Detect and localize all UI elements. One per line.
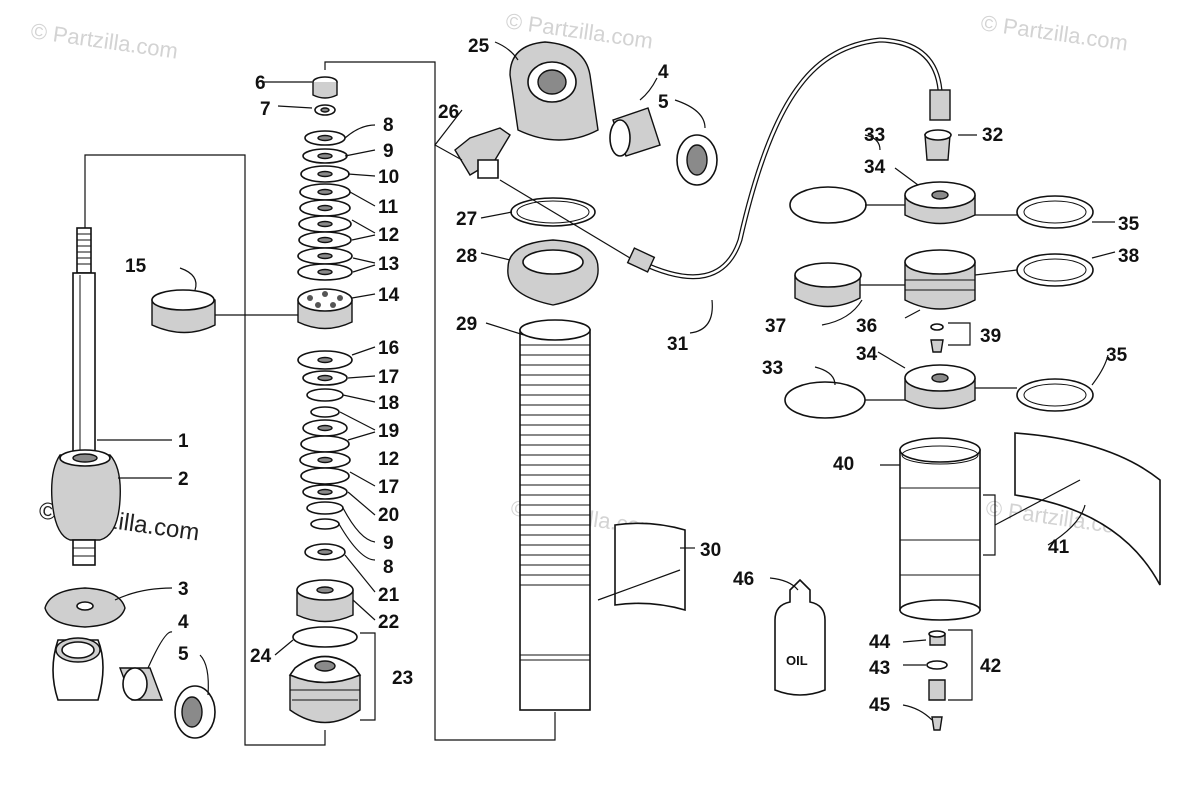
callout-40: 40 xyxy=(833,454,854,475)
callout-32: 32 xyxy=(982,125,1003,146)
callout-3: 3 xyxy=(178,579,189,600)
callout-2: 2 xyxy=(178,469,189,490)
piston-rod-assembly xyxy=(44,154,326,746)
callout-5-upper: 5 xyxy=(658,92,669,113)
callout-22: 22 xyxy=(378,612,399,633)
callout-36: 36 xyxy=(856,316,877,337)
valve-stack xyxy=(288,76,362,724)
callout-6: 6 xyxy=(255,73,266,94)
callout-9: 9 xyxy=(383,141,394,162)
callout-25: 25 xyxy=(468,36,490,57)
callout-29: 29 xyxy=(456,314,477,335)
callout-34-lower: 34 xyxy=(856,344,878,365)
callout-17: 17 xyxy=(378,367,399,388)
shock-body xyxy=(324,37,951,741)
callout-21: 21 xyxy=(378,585,400,606)
callout-26: 26 xyxy=(438,102,459,123)
callout-30: 30 xyxy=(700,540,721,561)
callout-5: 5 xyxy=(178,644,189,665)
callout-20: 20 xyxy=(378,505,399,526)
callout-34: 34 xyxy=(864,157,886,178)
reservoir-assembly: OIL xyxy=(774,129,1161,731)
callout-numbers: 1 2 3 4 5 6 7 8 9 10 11 12 13 14 15 16 1… xyxy=(125,36,1140,716)
callout-24: 24 xyxy=(250,646,272,667)
callout-4-upper: 4 xyxy=(658,62,669,83)
callout-8-lower: 8 xyxy=(383,557,394,578)
watermark-top-left: © Partzilla.com xyxy=(29,18,179,63)
callout-14: 14 xyxy=(378,285,400,306)
callout-15: 15 xyxy=(125,256,147,277)
callout-17-lower: 17 xyxy=(378,477,399,498)
callout-27: 27 xyxy=(456,209,477,230)
callout-45: 45 xyxy=(869,695,891,716)
callout-39: 39 xyxy=(980,326,1001,347)
callout-9-lower: 9 xyxy=(383,533,394,554)
callout-28: 28 xyxy=(456,246,477,267)
callout-44: 44 xyxy=(869,632,891,653)
callout-16: 16 xyxy=(378,338,399,359)
callout-8: 8 xyxy=(383,115,394,136)
callout-19: 19 xyxy=(378,421,399,442)
leader-lines xyxy=(97,41,1116,721)
callout-18: 18 xyxy=(378,393,399,414)
callout-1: 1 xyxy=(178,431,189,452)
callout-33: 33 xyxy=(864,125,885,146)
callout-13: 13 xyxy=(378,254,399,275)
callout-46: 46 xyxy=(733,569,754,590)
callout-11: 11 xyxy=(378,197,399,218)
callout-37: 37 xyxy=(765,316,786,337)
watermark-top-right: © Partzilla.com xyxy=(979,10,1129,55)
callout-35-lower: 35 xyxy=(1106,345,1128,366)
callout-7: 7 xyxy=(260,99,271,120)
callout-41: 41 xyxy=(1048,537,1070,558)
callout-12-lower: 12 xyxy=(378,449,399,470)
callout-42: 42 xyxy=(980,656,1001,677)
callout-10: 10 xyxy=(378,167,399,188)
oil-bottle-label: OIL xyxy=(786,653,808,668)
callout-35: 35 xyxy=(1118,214,1140,235)
callout-38: 38 xyxy=(1118,246,1139,267)
callout-4: 4 xyxy=(178,612,189,633)
callout-23: 23 xyxy=(392,668,413,689)
callout-12: 12 xyxy=(378,225,399,246)
callout-43: 43 xyxy=(869,658,890,679)
callout-31: 31 xyxy=(667,334,689,355)
callout-33-lower: 33 xyxy=(762,358,783,379)
